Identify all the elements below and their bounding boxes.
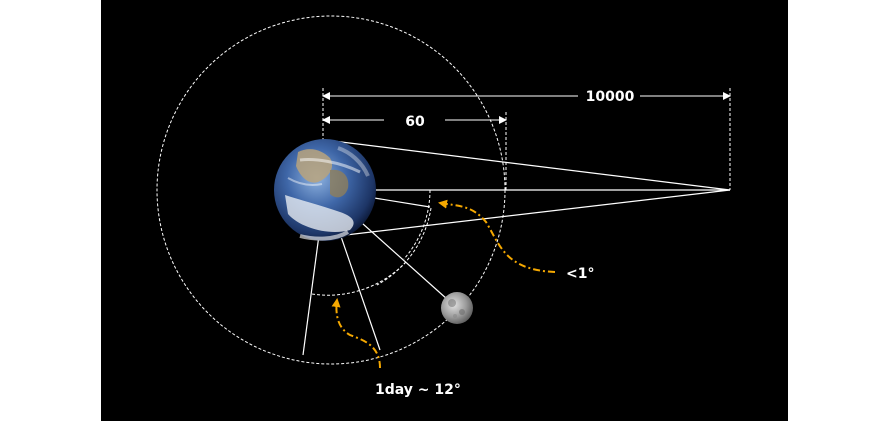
far-angle-label: <1° (566, 266, 594, 282)
arc-inner-1 (403, 189, 431, 260)
dimension-lines (322, 88, 731, 190)
ray-bottom (319, 189, 731, 239)
daily-angle-label: 1day ~ 12° (375, 382, 461, 398)
near-distance-label: 60 (405, 114, 425, 130)
arc-lower (311, 261, 407, 296)
angle-arcs (311, 189, 432, 296)
far-angle-arrow (438, 199, 556, 273)
diagram-panel (101, 0, 788, 421)
daily-angle-arrow (331, 298, 381, 369)
earth-icon (274, 139, 376, 241)
arc-inner-2 (376, 207, 432, 286)
far-distance-label: 10000 (586, 89, 635, 105)
ray-top (324, 139, 731, 191)
rotation-arrows (331, 199, 556, 369)
moon-icon (441, 292, 473, 324)
